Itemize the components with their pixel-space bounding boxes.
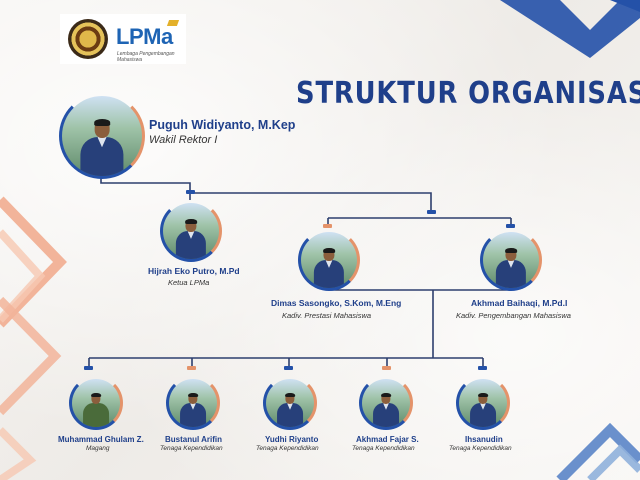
org-node-staff: [359, 376, 413, 430]
connector-tab: [382, 366, 391, 370]
staff-role: Tenaga Kependidikan: [256, 445, 319, 452]
logo-tagline: Lembaga Pengembangan Mahasiswa: [117, 51, 175, 63]
page-title: STRUKTUR ORGANISASI: [296, 76, 640, 111]
staff-role: Tenaga Kependidikan: [352, 445, 415, 452]
university-seal-icon: [68, 19, 108, 59]
avatar: [483, 232, 539, 288]
photo-ring: [359, 376, 413, 430]
connector-tab: [284, 366, 293, 370]
avatar: [362, 379, 410, 427]
staff-role: Tenaga Kependidikan: [449, 445, 512, 452]
photo-ring: [69, 376, 123, 430]
staff-name: Bustanul Arifin: [165, 435, 223, 444]
ketua-role: Ketua LPMa: [168, 278, 210, 287]
connector-tab: [427, 210, 436, 214]
avatar: [459, 379, 507, 427]
org-node-staff: [263, 376, 317, 430]
connector-tab: [478, 366, 487, 370]
photo-ring: [480, 229, 542, 291]
lpma-logo: LPMa Lembaga Pengembangan Mahasiswa: [60, 14, 186, 64]
org-node-staff: [166, 376, 220, 430]
photo-ring: [456, 376, 510, 430]
top-role: Wakil Rektor I: [149, 134, 218, 146]
staff-name: Ihsanudin: [465, 435, 503, 444]
logo-brand: LPMa: [116, 24, 173, 49]
staff-name: Muhammad Ghulam Z.: [58, 435, 144, 444]
connector-tab: [506, 224, 515, 228]
kadiv-pengembangan-name: Akhmad Baihaqi, M.Pd.I: [471, 298, 568, 308]
avatar: [266, 379, 314, 427]
photo-ring: [298, 229, 360, 291]
staff-role: Magang: [86, 445, 110, 452]
org-node-kadiv-prestasi: [298, 229, 360, 291]
staff-role: Tenaga Kependidikan: [160, 445, 223, 452]
org-node-staff: [456, 376, 510, 430]
connector-tab: [84, 366, 93, 370]
photo-ring: [160, 200, 222, 262]
connector-tab: [186, 190, 195, 194]
avatar: [163, 203, 219, 259]
kadiv-prestasi-role: Kadiv. Prestasi Mahasiswa: [282, 311, 372, 320]
staff-name: Yudhi Riyanto: [265, 435, 319, 444]
org-connectors: [88, 167, 512, 370]
photo-ring: [59, 93, 145, 179]
org-node-kadiv-pengembangan: [480, 229, 542, 291]
connector-tab: [187, 366, 196, 370]
avatar: [72, 379, 120, 427]
photo-ring: [166, 376, 220, 430]
staff-name: Akhmad Fajar S.: [356, 435, 419, 444]
org-node-top: [59, 93, 145, 179]
kadiv-prestasi-name: Dimas Sasongko, S.Kom, M.Eng: [271, 298, 402, 308]
ketua-name: Hijrah Eko Putro, M.Pd: [148, 266, 240, 276]
photo-ring: [263, 376, 317, 430]
avatar: [62, 96, 142, 176]
org-node-staff: [69, 376, 123, 430]
top-name: Puguh Widiyanto, M.Kep: [149, 118, 296, 132]
avatar: [169, 379, 217, 427]
org-node-ketua: [160, 200, 222, 262]
connector-tab: [323, 224, 332, 228]
kadiv-pengembangan-role: Kadiv. Pengembangan Mahasiswa: [456, 311, 571, 320]
avatar: [301, 232, 357, 288]
